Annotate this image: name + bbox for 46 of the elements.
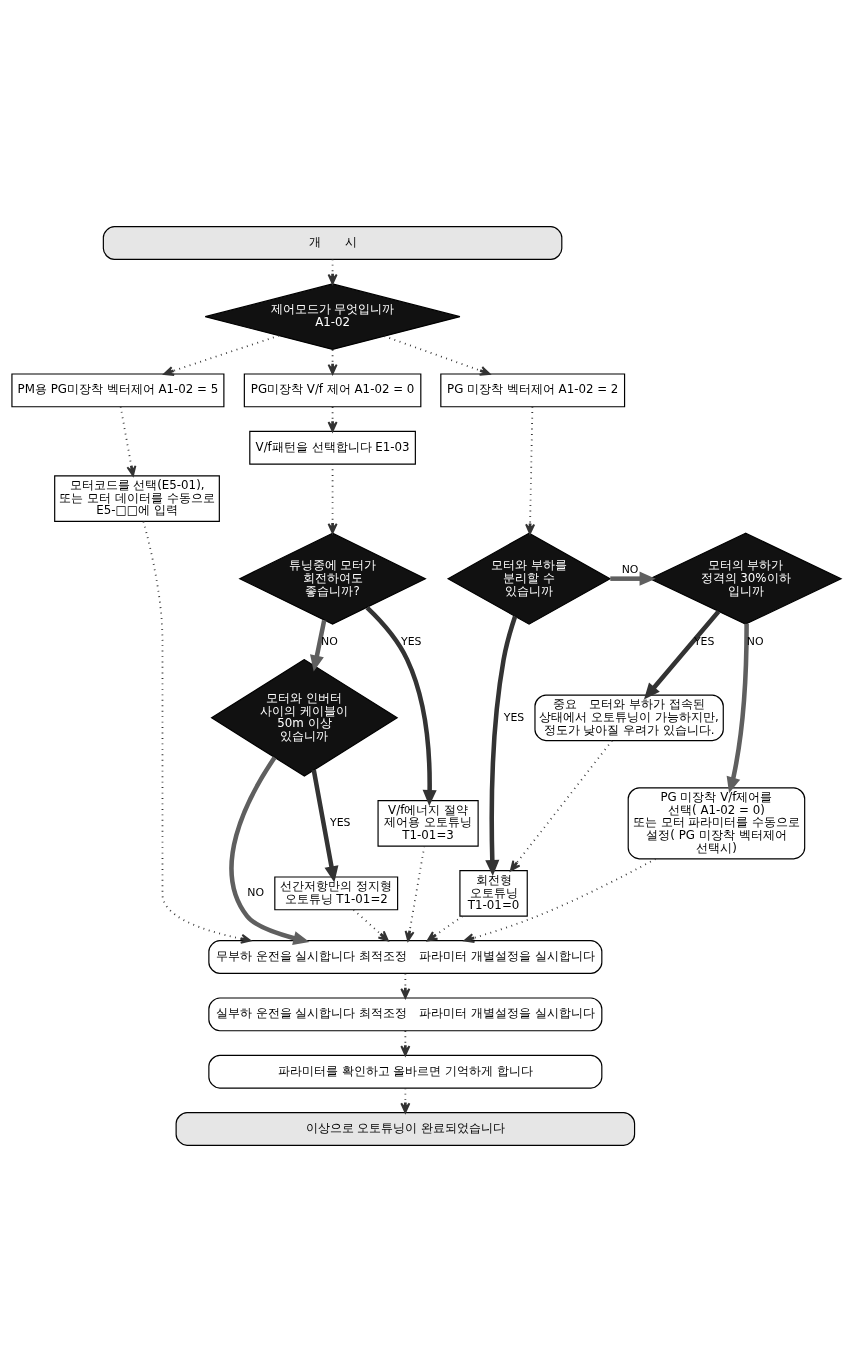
node-box: PG 미장착 벡터제어 A1-02 = 2	[440, 373, 626, 408]
edge-label: NO	[621, 562, 639, 576]
edge-label: YES	[503, 710, 525, 724]
node-box: PG미장착 V/f 제어 A1-02 = 0	[243, 373, 422, 408]
node-box: 이상으로 오토튜닝이 완료되었습니다	[175, 1112, 636, 1146]
arrow	[525, 405, 536, 535]
arrow	[163, 334, 280, 376]
node-diamond: 모터와 부하를 분리할 수 있습니까	[446, 532, 612, 625]
arrow	[404, 845, 426, 942]
node-box: 모터코드를 선택(E5-01), 또는 모터 데이터를 수동으로 E5-□□에 입력	[54, 475, 220, 522]
node-box: 중요 모터와 부하가 접속된 상태에서 오토튜닝이 가능하지만, 정도가 낮아질 우려가 있습니다.	[534, 694, 724, 742]
edge-label: NO	[321, 634, 338, 648]
arrow	[400, 1030, 411, 1057]
node-box: V/f에너지 절약 제어용 오토튜닝 T1-01=3	[377, 800, 479, 847]
node-box: PG 미장착 V/f제어를 선택( A1-02 = 0) 또는 모터 파라미터를 수동으로 설정( PG 미장착 벡터제어 선택시)	[627, 787, 806, 860]
arrow	[229, 756, 310, 946]
arrow	[485, 615, 518, 877]
node-diamond: 튜닝중에 모터가 회전하여도 좋습니까?	[238, 532, 427, 625]
arrow	[726, 623, 749, 794]
arrow	[119, 405, 137, 477]
arrow	[327, 463, 338, 534]
node-diamond: 모터와 인버터 사이의 케이블이 50m 이상 있습니까	[210, 658, 399, 777]
edge-label: NO	[247, 886, 265, 900]
node-box: V/f패턴을 선택합니다 E1-03	[249, 430, 416, 465]
node-box: 회전형 오토튜닝 T1-01=0	[459, 870, 528, 917]
edge-label: YES	[401, 634, 422, 648]
arrow	[311, 769, 339, 883]
arrow	[463, 858, 657, 943]
arrow	[383, 335, 491, 376]
edge-label: YES	[330, 816, 351, 830]
edge-label: YES	[693, 634, 715, 648]
arrow	[610, 571, 656, 586]
node-box: 무부하 운전을 실시합니다 최적조정 파라미터 개별설정을 실시합니다	[208, 940, 603, 975]
arrow	[365, 606, 437, 807]
node-box: 파라미터를 확인하고 올바르면 기억하게 합니다	[208, 1054, 603, 1089]
arrow	[643, 609, 721, 700]
arrow	[310, 619, 327, 672]
node-diamond: 제어모드가 무엇입니까 A1-02	[204, 283, 461, 351]
arrow	[509, 739, 613, 872]
arrow	[426, 915, 464, 942]
node-box: 선간저항만의 정지형 오토튜닝 T1-01=2	[274, 876, 399, 911]
arrow	[352, 909, 389, 942]
arrow	[400, 1087, 411, 1114]
node-box: PM용 PG미장착 벡터제어 A1-02 = 5	[11, 373, 225, 408]
node-box: 실부하 운전을 실시합니다 최적조정 파라미터 개별설정을 실시합니다	[208, 997, 603, 1032]
node-box: 개 시	[102, 226, 563, 260]
